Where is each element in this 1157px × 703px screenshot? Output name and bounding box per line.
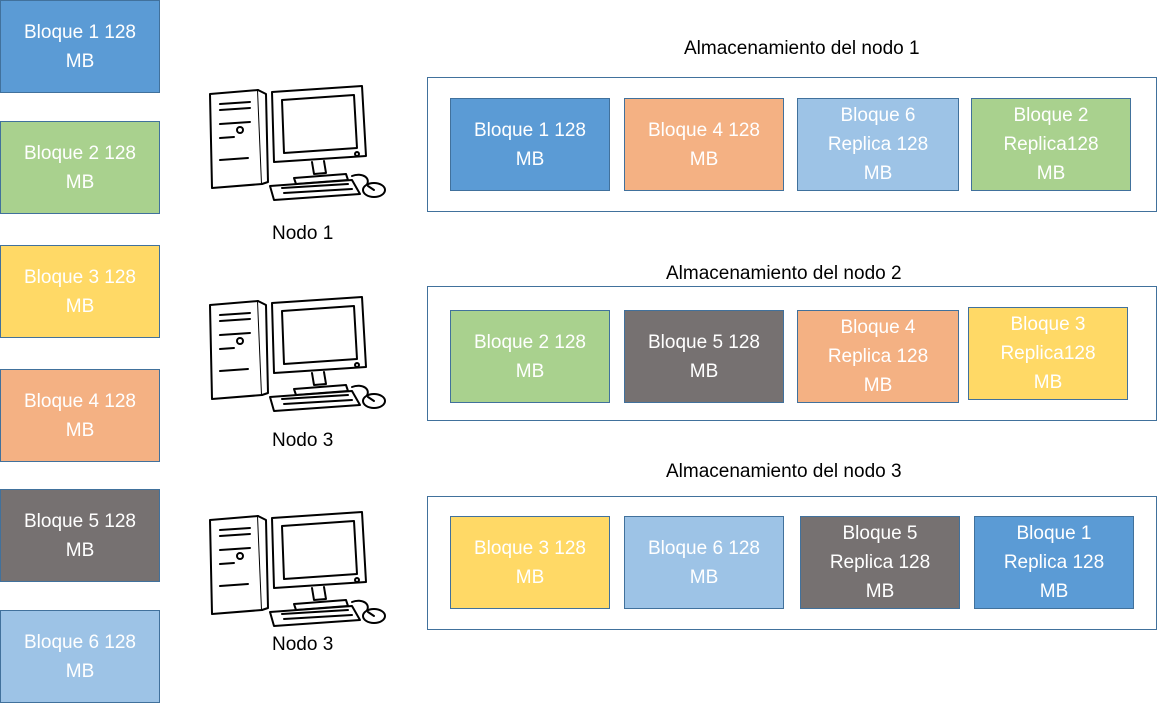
storage-block-label: Bloque 3 Replica128 MB bbox=[1000, 314, 1096, 393]
source-block-label: Bloque 3 128 MB bbox=[24, 266, 136, 317]
storage-block-label: Bloque 2 Replica128 MB bbox=[1003, 105, 1099, 184]
storage-block: Bloque 3 Replica128 MB bbox=[968, 307, 1128, 400]
source-block-3: Bloque 3 128 MB bbox=[0, 245, 160, 338]
storage-block: Bloque 1 Replica 128 MB bbox=[974, 516, 1134, 609]
storage-title: Almacenamiento del nodo 1 bbox=[684, 38, 920, 59]
storage-block-label: Bloque 1 Replica 128 MB bbox=[1003, 523, 1105, 602]
node-label: Nodo 3 bbox=[272, 634, 334, 655]
desktop-computer-icon bbox=[209, 511, 386, 627]
source-block-label: Bloque 6 128 MB bbox=[24, 631, 136, 682]
storage-block: Bloque 6 128 MB bbox=[624, 516, 784, 609]
storage-title: Almacenamiento del nodo 2 bbox=[666, 263, 902, 284]
storage-title: Almacenamiento del nodo 3 bbox=[666, 461, 902, 482]
storage-block-label: Bloque 6 Replica 128 MB bbox=[827, 105, 929, 184]
storage-block: Bloque 2 128 MB bbox=[450, 310, 610, 403]
node-label: Nodo 3 bbox=[272, 430, 334, 451]
storage-block: Bloque 1 128 MB bbox=[450, 98, 610, 191]
storage-block-label: Bloque 5 Replica 128 MB bbox=[829, 523, 931, 602]
source-block-label: Bloque 5 128 MB bbox=[24, 510, 136, 561]
storage-block: Bloque 3 128 MB bbox=[450, 516, 610, 609]
storage-block: Bloque 5 Replica 128 MB bbox=[800, 516, 960, 609]
storage-block: Bloque 4 Replica 128 MB bbox=[797, 310, 959, 403]
source-block-5: Bloque 5 128 MB bbox=[0, 489, 160, 582]
storage-block-label: Bloque 4 128 MB bbox=[648, 119, 760, 170]
desktop-computer-icon bbox=[209, 296, 386, 412]
storage-block-label: Bloque 3 128 MB bbox=[474, 537, 586, 588]
storage-block: Bloque 6 Replica 128 MB bbox=[797, 98, 959, 191]
storage-block-label: Bloque 5 128 MB bbox=[648, 331, 760, 382]
storage-block: Bloque 2 Replica128 MB bbox=[971, 98, 1131, 191]
source-block-label: Bloque 4 128 MB bbox=[24, 390, 136, 441]
storage-block: Bloque 4 128 MB bbox=[624, 98, 784, 191]
source-block-2: Bloque 2 128 MB bbox=[0, 121, 160, 214]
source-block-6: Bloque 6 128 MB bbox=[0, 610, 160, 703]
storage-block: Bloque 5 128 MB bbox=[624, 310, 784, 403]
source-block-label: Bloque 2 128 MB bbox=[24, 142, 136, 193]
desktop-computer-icon bbox=[209, 85, 386, 201]
node-label: Nodo 1 bbox=[272, 223, 334, 244]
storage-block-label: Bloque 4 Replica 128 MB bbox=[827, 317, 929, 396]
source-block-label: Bloque 1 128 MB bbox=[24, 21, 136, 72]
storage-block-label: Bloque 6 128 MB bbox=[648, 537, 760, 588]
storage-block-label: Bloque 1 128 MB bbox=[474, 119, 586, 170]
source-block-1: Bloque 1 128 MB bbox=[0, 0, 160, 93]
source-block-4: Bloque 4 128 MB bbox=[0, 369, 160, 462]
storage-block-label: Bloque 2 128 MB bbox=[474, 331, 586, 382]
